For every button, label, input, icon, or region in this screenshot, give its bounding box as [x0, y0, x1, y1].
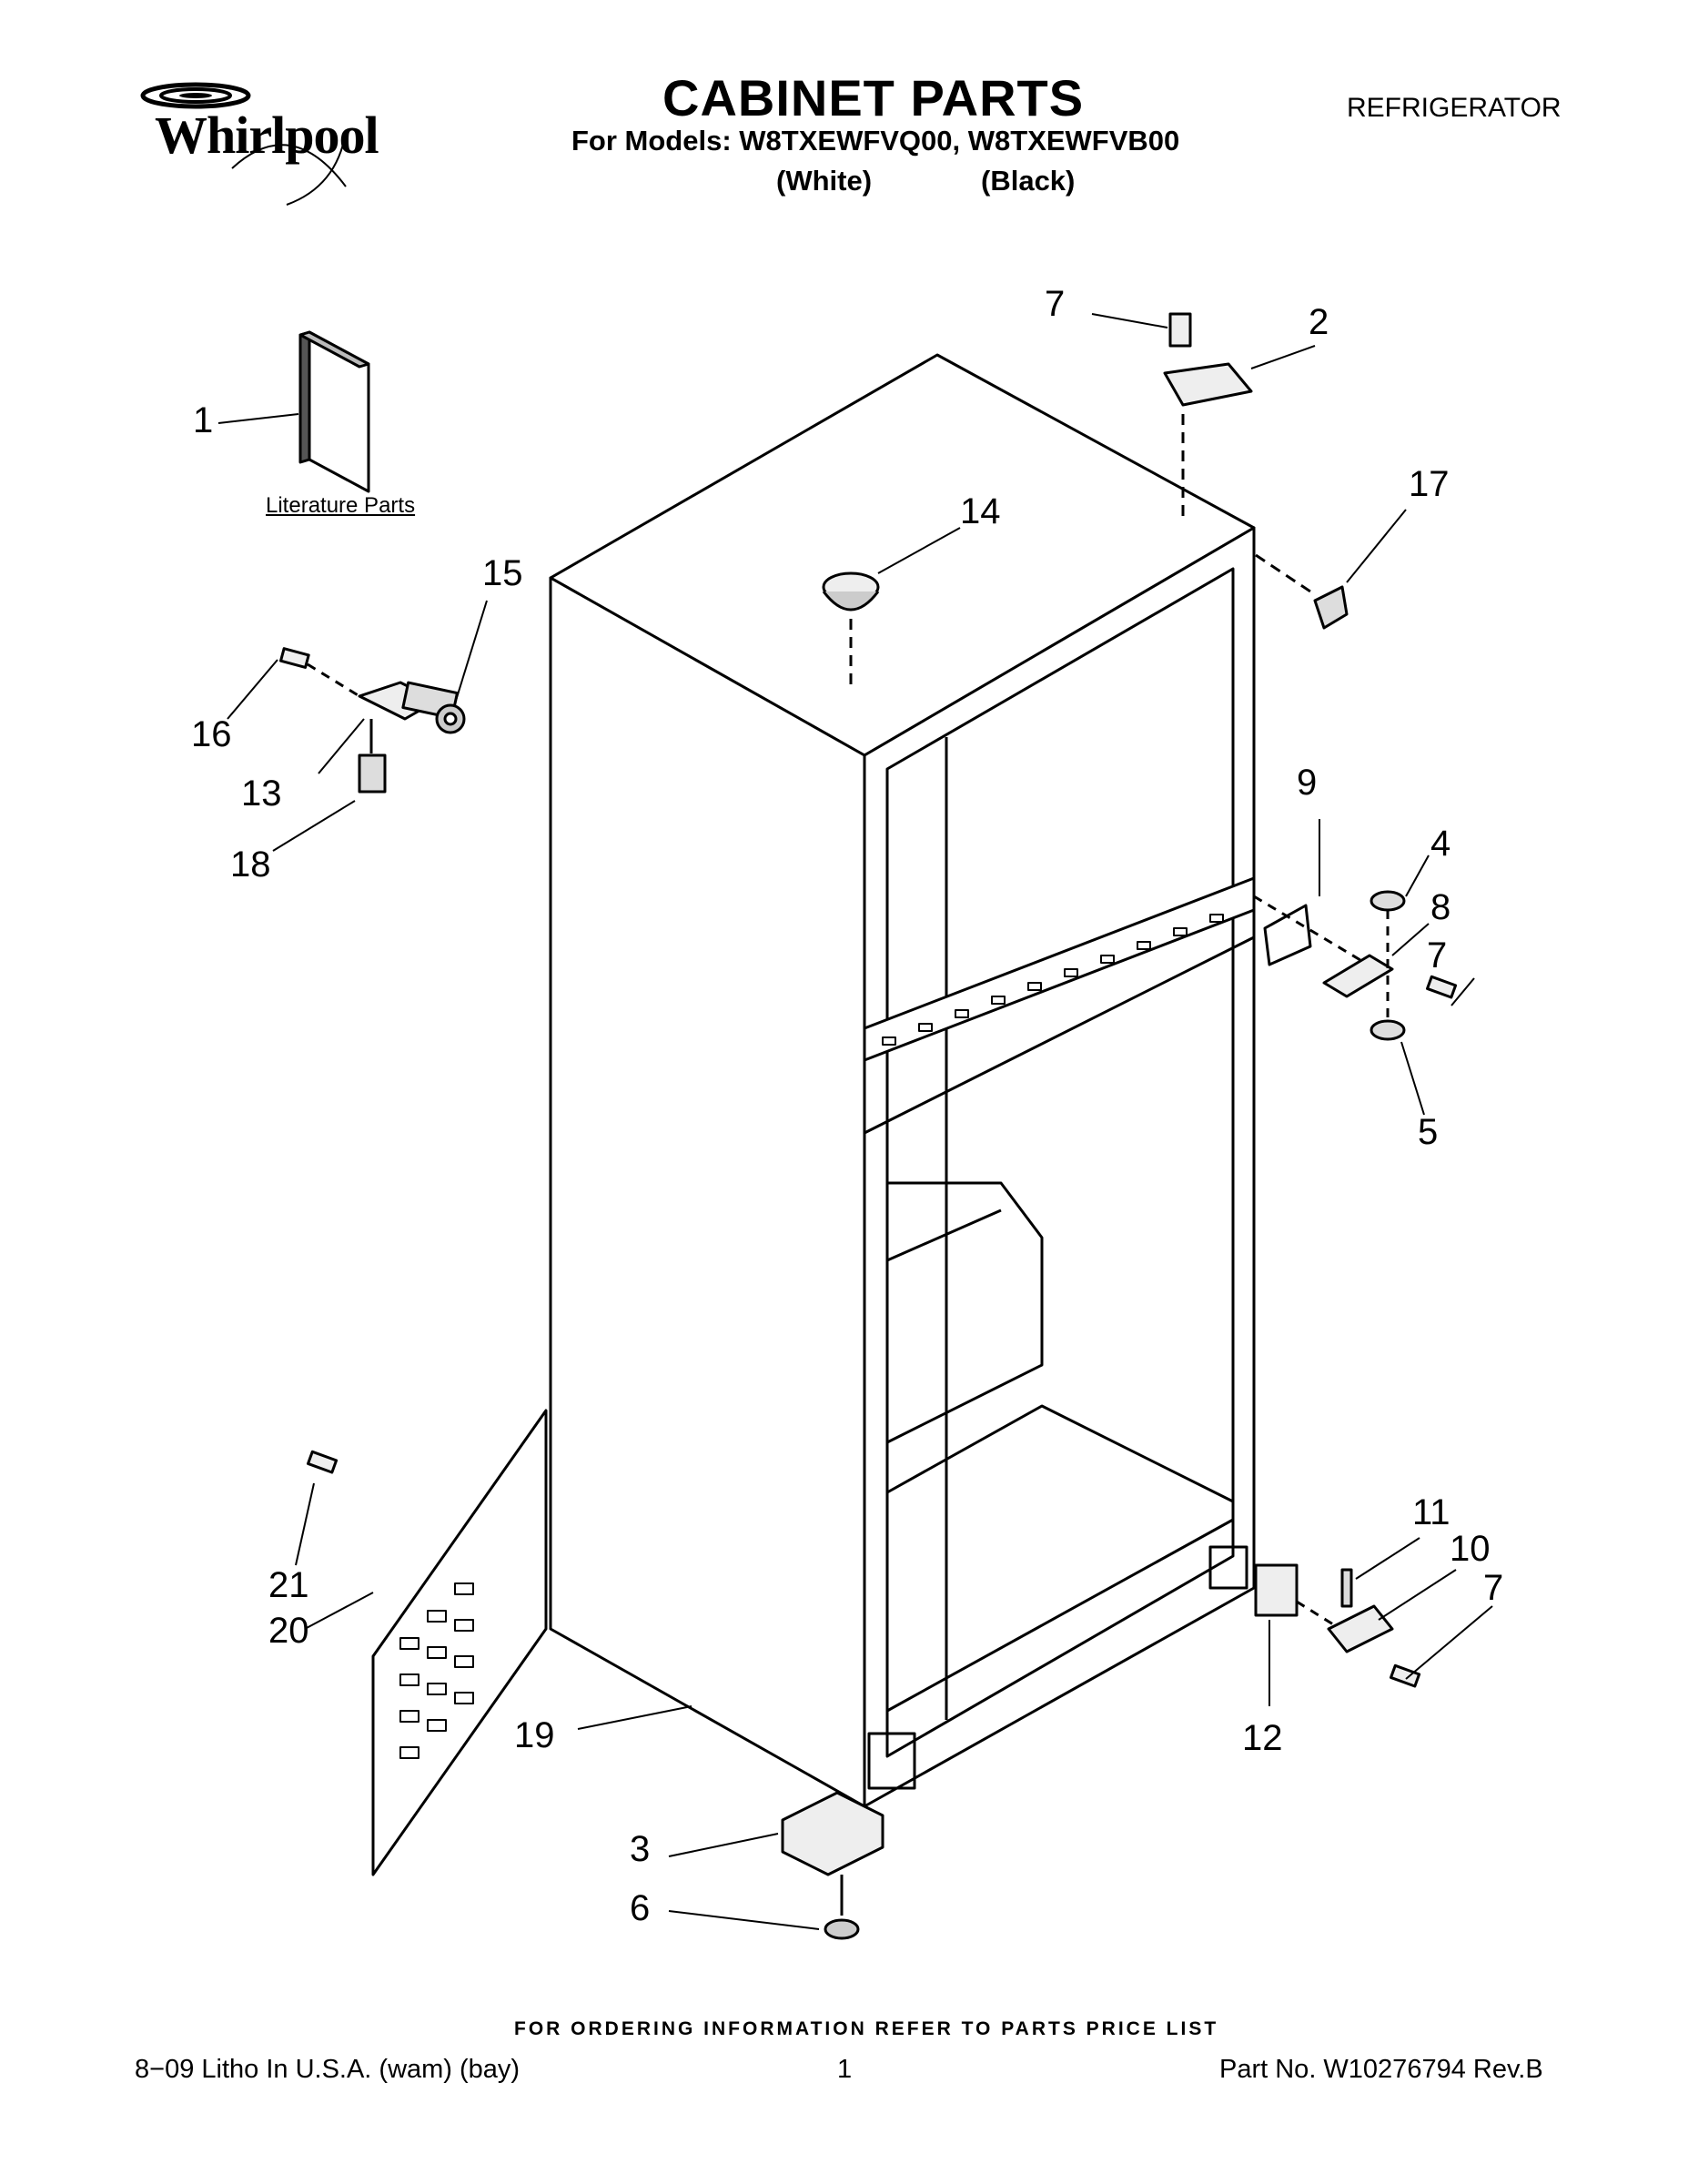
whirlpool-swirl-icon: [140, 82, 347, 206]
color-white: (White): [776, 165, 873, 197]
color-black: (Black): [981, 165, 1076, 197]
callout-7-bottom: 7: [1483, 1568, 1504, 1608]
callout-13: 13: [241, 774, 282, 814]
callout-7-mid: 7: [1427, 935, 1448, 976]
callout-8: 8: [1430, 887, 1451, 927]
cabinet-side: [549, 576, 866, 1808]
callout-18: 18: [230, 844, 271, 885]
models-line: For Models: W8TXEWFVQ00, W8TXEWFVB00: [571, 125, 1180, 157]
callout-7-top: 7: [1045, 284, 1066, 324]
callout-2: 2: [1309, 302, 1329, 342]
roller-assembly: [781, 1791, 884, 1876]
callout-10: 10: [1450, 1529, 1491, 1569]
callout-15: 15: [482, 553, 523, 593]
callout-6: 6: [630, 1888, 651, 1928]
rear-access-panel: [371, 1409, 548, 1876]
category-label: REFRIGERATOR: [1347, 93, 1562, 123]
callout-14: 14: [960, 491, 1001, 531]
hinge-cover: [1313, 585, 1349, 630]
leveling-foot: [824, 1918, 860, 1940]
litho-info: 8−09 Litho In U.S.A. (wam) (bay): [135, 2055, 521, 2084]
hinge-plate: [1263, 904, 1312, 966]
callout-4: 4: [1430, 824, 1451, 864]
callout-1: 1: [193, 400, 214, 440]
page-title: CABINET PARTS: [662, 69, 1085, 126]
top-hinge: [1163, 362, 1253, 407]
callout-17: 17: [1409, 464, 1450, 504]
literature-parts-label: Literature Parts: [266, 493, 416, 518]
part-number: Part No. W10276794 Rev.B: [1219, 2055, 1543, 2084]
callout-3: 3: [630, 1829, 651, 1869]
callout-12: 12: [1242, 1718, 1283, 1758]
callout-19: 19: [514, 1715, 555, 1755]
cabinet-front-frame: [863, 526, 1256, 1808]
callout-5: 5: [1418, 1112, 1439, 1152]
callout-20: 20: [268, 1611, 309, 1651]
divider-rail: [863, 876, 1256, 1062]
callout-11: 11: [1412, 1492, 1450, 1532]
callout-21: 21: [268, 1565, 309, 1605]
callout-9: 9: [1297, 763, 1318, 803]
ordering-note: FOR ORDERING INFORMATION REFER TO PARTS …: [514, 2018, 1219, 2039]
brand-logo: Whirlpool: [127, 77, 400, 214]
hinge-shim: [1254, 1563, 1299, 1617]
callout-16: 16: [191, 714, 232, 754]
page-number: 1: [837, 2055, 853, 2084]
brand-name: Whirlpool: [155, 106, 379, 165]
